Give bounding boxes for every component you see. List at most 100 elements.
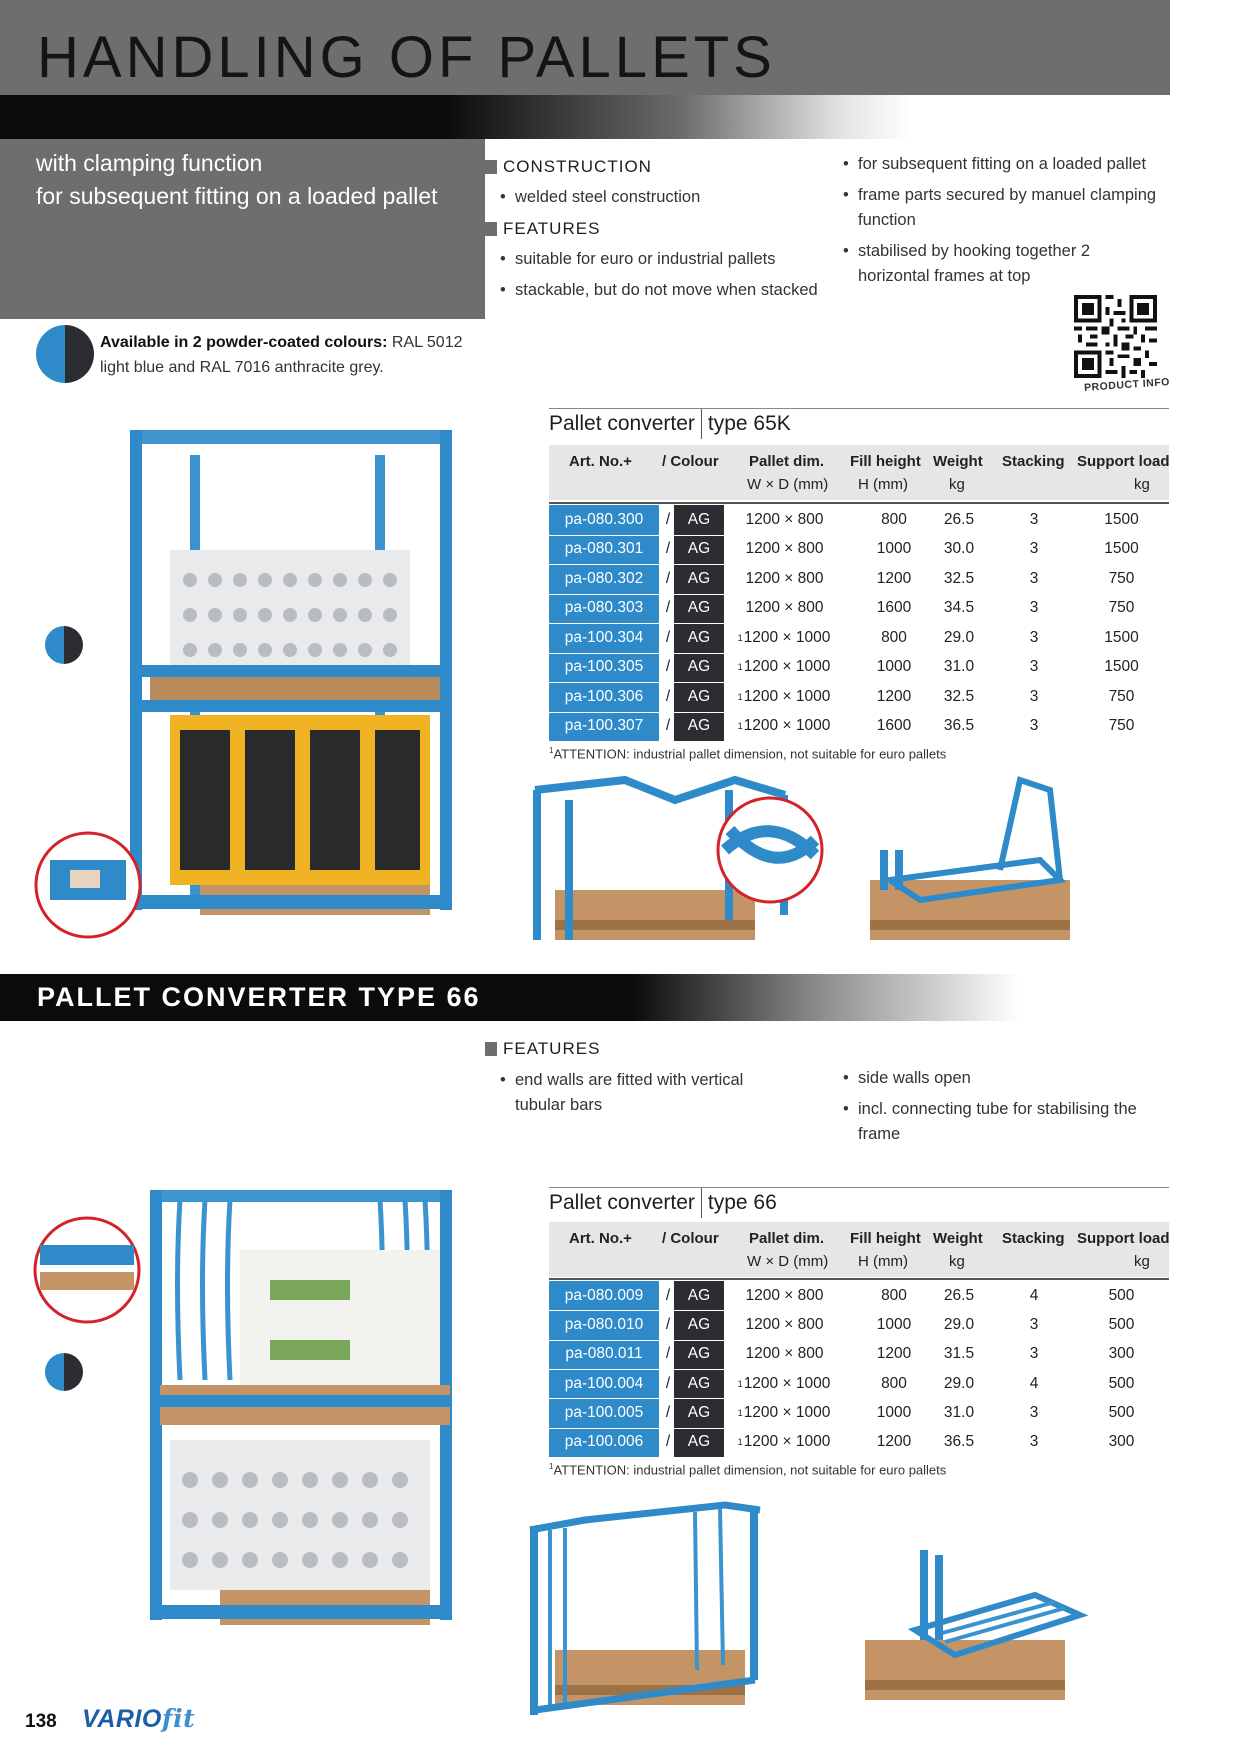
art-number-cell[interactable]: pa-080.010: [549, 1310, 659, 1340]
weight-cell: 36.5: [943, 1433, 975, 1451]
stacking-cell: 3: [1029, 1403, 1039, 1421]
art-number-cell[interactable]: pa-080.011: [549, 1339, 659, 1370]
art-number-cell[interactable]: pa-080.009: [549, 1281, 659, 1311]
art-number-cell[interactable]: pa-080.300: [549, 505, 659, 535]
header-band: [0, 95, 1170, 139]
header-dim-unit: W × D (mm): [747, 1253, 829, 1270]
support-load-cell: 750: [1108, 599, 1135, 617]
list-item: stackable, but do not move when stacked: [500, 278, 820, 303]
fill-height-cell: 800: [881, 1374, 907, 1392]
construction-label: CONSTRUCTION: [485, 157, 652, 177]
list-item: frame parts secured by manuel clamping f…: [843, 183, 1163, 233]
header-dim: Pallet dim.: [749, 1230, 825, 1247]
pallet-dim-cell: 1200 × 800: [745, 510, 824, 528]
section-marker-icon: [485, 1042, 497, 1056]
support-load-cell: 1500: [1104, 658, 1139, 676]
table1-header-rule: [549, 502, 1169, 504]
stacking-cell: 4: [1029, 1374, 1039, 1392]
fill-height-cell: 1000: [876, 658, 912, 676]
art-number-cell[interactable]: pa-100.304: [549, 623, 659, 653]
slash-cell: /: [665, 540, 671, 558]
stacking-cell: 3: [1029, 658, 1039, 676]
row-separator: [549, 652, 1169, 654]
construction-list: welded steel construction: [500, 185, 820, 216]
art-number-cell[interactable]: pa-100.305: [549, 652, 659, 682]
colour-cell: AG: [674, 1310, 724, 1340]
art-number-cell[interactable]: pa-100.006: [549, 1427, 659, 1457]
weight-cell: 31.0: [943, 658, 975, 676]
art-number-cell[interactable]: pa-100.307: [549, 711, 659, 741]
support-load-cell: 1500: [1104, 540, 1139, 558]
fill-height-cell: 1000: [876, 540, 912, 558]
colour-cell: AG: [674, 1368, 724, 1399]
table2-header: Art. No.+ / Colour Pallet dim. W × D (mm…: [549, 1222, 1170, 1277]
art-number-cell[interactable]: pa-080.301: [549, 534, 659, 564]
stacking-cell: 3: [1029, 1316, 1039, 1334]
support-load-cell: 500: [1108, 1286, 1135, 1304]
pallet-dim-cell: 1200 × 800: [745, 569, 824, 587]
fill-height-cell: 1200: [876, 1433, 912, 1451]
table2-footnote: 1ATTENTION: industrial pallet dimension,…: [549, 1462, 947, 1478]
subtitle: with clamping function for subsequent fi…: [36, 147, 438, 213]
header-fill: Fill height: [850, 453, 921, 470]
header-support-unit: kg: [1134, 1253, 1150, 1270]
list-item: incl. connecting tube for stabilising th…: [843, 1097, 1173, 1147]
weight-cell: 32.5: [943, 569, 975, 587]
table2-title-b: type 66: [707, 1191, 777, 1214]
brand-logo: VARIOfit: [82, 1704, 195, 1734]
colour-swatch-icon: [45, 626, 83, 664]
row-separator: [549, 1427, 1169, 1429]
header-fill-unit: H (mm): [858, 1253, 908, 1270]
art-number-cell[interactable]: pa-080.302: [549, 564, 659, 594]
art-number-cell[interactable]: pa-080.303: [549, 593, 659, 623]
anthracite-swatch: [64, 1353, 83, 1391]
weight-cell: 30.0: [943, 540, 975, 558]
table2-title-a: Pallet converter: [549, 1191, 695, 1214]
table1-title-a: Pallet converter: [549, 412, 695, 435]
pallet-dim-cell: 1200 × 800: [745, 1345, 824, 1363]
pallet-dim-cell: 1200 × 800: [745, 599, 824, 617]
table1-title: Pallet converter type 65K: [549, 409, 791, 439]
header-fill: Fill height: [850, 1230, 921, 1247]
row-separator: [549, 1398, 1169, 1400]
slash-cell: /: [665, 1316, 671, 1334]
art-number-cell[interactable]: pa-100.004: [549, 1368, 659, 1399]
support-load-cell: 1500: [1104, 510, 1139, 528]
table1-title-b: type 65K: [707, 412, 791, 435]
support-load-cell: 500: [1108, 1403, 1135, 1421]
features-label: FEATURES: [485, 219, 600, 239]
header-stacking: Stacking: [1002, 453, 1065, 470]
light-blue-swatch: [45, 626, 64, 664]
qr-code-icon[interactable]: [1074, 295, 1157, 378]
table2-title: Pallet converter type 66: [549, 1188, 777, 1218]
pallet-converter-65k-image: [34, 430, 452, 939]
weight-cell: 29.0: [943, 1374, 975, 1392]
slash-cell: /: [665, 687, 671, 705]
row-separator: [549, 682, 1169, 683]
row-separator: [549, 1310, 1169, 1312]
brand-name-b: fit: [161, 1704, 196, 1733]
support-load-cell: 500: [1108, 1374, 1135, 1392]
header-colour: / Colour: [662, 453, 719, 470]
list-item: side walls open: [843, 1066, 1173, 1091]
pallet-converter-66-image: [33, 1190, 452, 1625]
weight-cell: 36.5: [943, 717, 975, 735]
list-item: stabilised by hooking together 2 horizon…: [843, 239, 1163, 289]
art-number-cell[interactable]: pa-100.306: [549, 682, 659, 712]
colour-cell: AG: [674, 564, 724, 594]
pallet-converter-66-frame-image: [529, 1501, 761, 1715]
slash-cell: /: [665, 1374, 671, 1392]
art-number-cell[interactable]: pa-100.005: [549, 1398, 659, 1428]
colour-cell: AG: [674, 1427, 724, 1457]
colours-note-text: RAL 5012 light blue and RAL 7016 anthrac…: [100, 334, 463, 376]
title-divider: [700, 409, 702, 439]
stacking-cell: 3: [1029, 1345, 1039, 1363]
